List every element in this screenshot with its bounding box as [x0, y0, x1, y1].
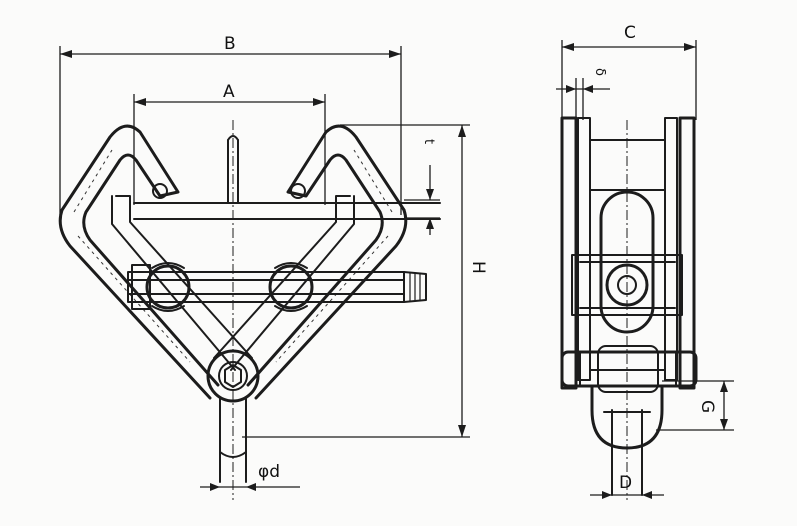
label-t: t [421, 139, 436, 144]
front-view: B A H t [58, 34, 488, 500]
label-g: G [697, 400, 717, 413]
dimension-phi-d [200, 483, 300, 491]
label-a: A [223, 82, 235, 102]
label-b: B [224, 34, 236, 54]
right-pivot-pin [290, 183, 306, 199]
label-h: H [468, 261, 488, 274]
left-screw-nut [145, 262, 191, 312]
label-phi-d: φd [258, 462, 280, 482]
side-lower-bolt [560, 345, 698, 393]
dimension-a [133, 94, 326, 205]
right-jaw-plate [213, 124, 408, 400]
right-screw-nut [268, 262, 314, 312]
dimension-h [242, 124, 470, 438]
side-plates [560, 116, 696, 390]
dimension-delta [556, 78, 610, 120]
label-delta: δ [592, 68, 607, 76]
beam-flange [133, 135, 441, 220]
dimension-b [59, 46, 402, 215]
dimension-g [656, 380, 734, 431]
side-view: C δ [556, 23, 734, 500]
dimension-t [404, 165, 440, 235]
label-c: C [624, 23, 636, 43]
left-pivot-pin [152, 183, 168, 199]
dimension-d [590, 491, 664, 499]
label-d: D [619, 473, 632, 493]
adjusting-screw [127, 264, 427, 310]
dimension-c [561, 40, 697, 120]
left-jaw-plate [58, 124, 253, 400]
